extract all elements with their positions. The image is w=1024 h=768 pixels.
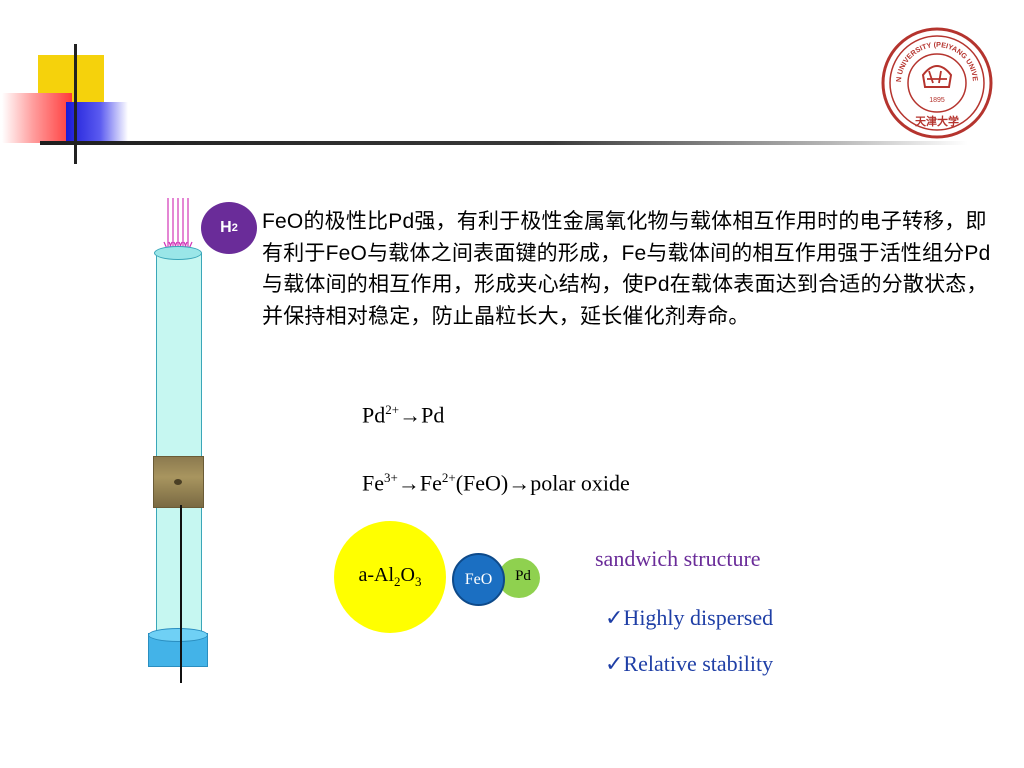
- deco-vertical-rule: [74, 44, 77, 164]
- eq2-species: Fe: [362, 470, 384, 496]
- paragraph-text: 强，有利于极性金属氧化物与载体相互作用时的电子转移，即有利于: [262, 209, 987, 265]
- equation-pd-reduction: Pd2+→Pd: [362, 402, 444, 428]
- sandwich-structure-label: sandwich structure: [595, 546, 761, 571]
- paragraph-text: 与载体之间表面键的形成，: [367, 240, 622, 265]
- logo-year: 1895: [929, 97, 945, 104]
- paragraph-term: FeO: [325, 241, 368, 265]
- paragraph-term: Fe: [621, 241, 647, 265]
- feo-label: FeO: [464, 570, 493, 588]
- equation-fe-reduction: Fe3+→Fe2+(FeO)→polar oxide: [362, 470, 630, 496]
- paragraph-term: Pd: [388, 210, 415, 233]
- paragraph-text: 与载体间的相互作用强于活性组分: [646, 240, 965, 265]
- eq2-charge-a: 3+: [384, 470, 398, 485]
- paragraph-term: Pd: [964, 241, 991, 265]
- alumina-sub-2: 3: [415, 574, 422, 589]
- eq2-charge-b: 2+: [441, 470, 456, 485]
- explanation-paragraph: FeO的极性比Pd强，有利于极性金属氧化物与载体相互作用时的电子转移，即有利于F…: [262, 206, 992, 331]
- paragraph-term: FeO: [262, 210, 304, 233]
- alumina-label: a-Al: [358, 564, 395, 586]
- deco-red-square: [2, 93, 72, 143]
- pd-label: Pd: [515, 567, 531, 584]
- eq1-product: →Pd: [399, 402, 445, 428]
- h2-badge-main: H: [220, 219, 232, 236]
- thermocouple-rod: [180, 505, 182, 683]
- pd-particle-circle: Pd: [498, 558, 540, 598]
- eq1-species: Pd: [362, 402, 386, 428]
- eq1-charge: 2+: [385, 402, 400, 417]
- feo-layer-circle: FeO: [452, 553, 505, 606]
- h2-badge-sub: 2: [231, 222, 238, 234]
- paragraph-text: 在载体表面达到合适的分散状态，并保持相对稳定，防止晶粒长大，延长催化剂寿命。: [262, 272, 988, 328]
- alumina-label-o: O: [400, 564, 415, 586]
- paragraph-term: Pd: [643, 273, 670, 296]
- eq2-product: (FeO)→polar oxide: [455, 470, 630, 496]
- check-highly-dispersed: ✓Highly dispersed: [605, 605, 774, 630]
- eq2-intermediate: →Fe: [397, 470, 442, 496]
- alumina-sub-1: 2: [394, 574, 401, 589]
- paragraph-text: 的极性比: [303, 209, 389, 233]
- university-seal-logo: TIANJIN UNIVERSITY (PEIYANG UNIVERSITY) …: [881, 27, 993, 139]
- paragraph-text: 与载体间的相互作用，形成夹心结构，使: [262, 272, 644, 296]
- alumina-support-circle: a-Al2O3: [334, 521, 446, 633]
- reactor-tube-opening: [154, 246, 202, 260]
- check-relative-stability: ✓Relative stability: [605, 651, 774, 676]
- logo-chinese-name: 天津大学: [915, 114, 959, 128]
- reactor-tube-base-top: [148, 628, 208, 642]
- header-rule: [40, 141, 968, 145]
- reactor-tube: [156, 253, 202, 645]
- catalyst-bed: [153, 456, 204, 508]
